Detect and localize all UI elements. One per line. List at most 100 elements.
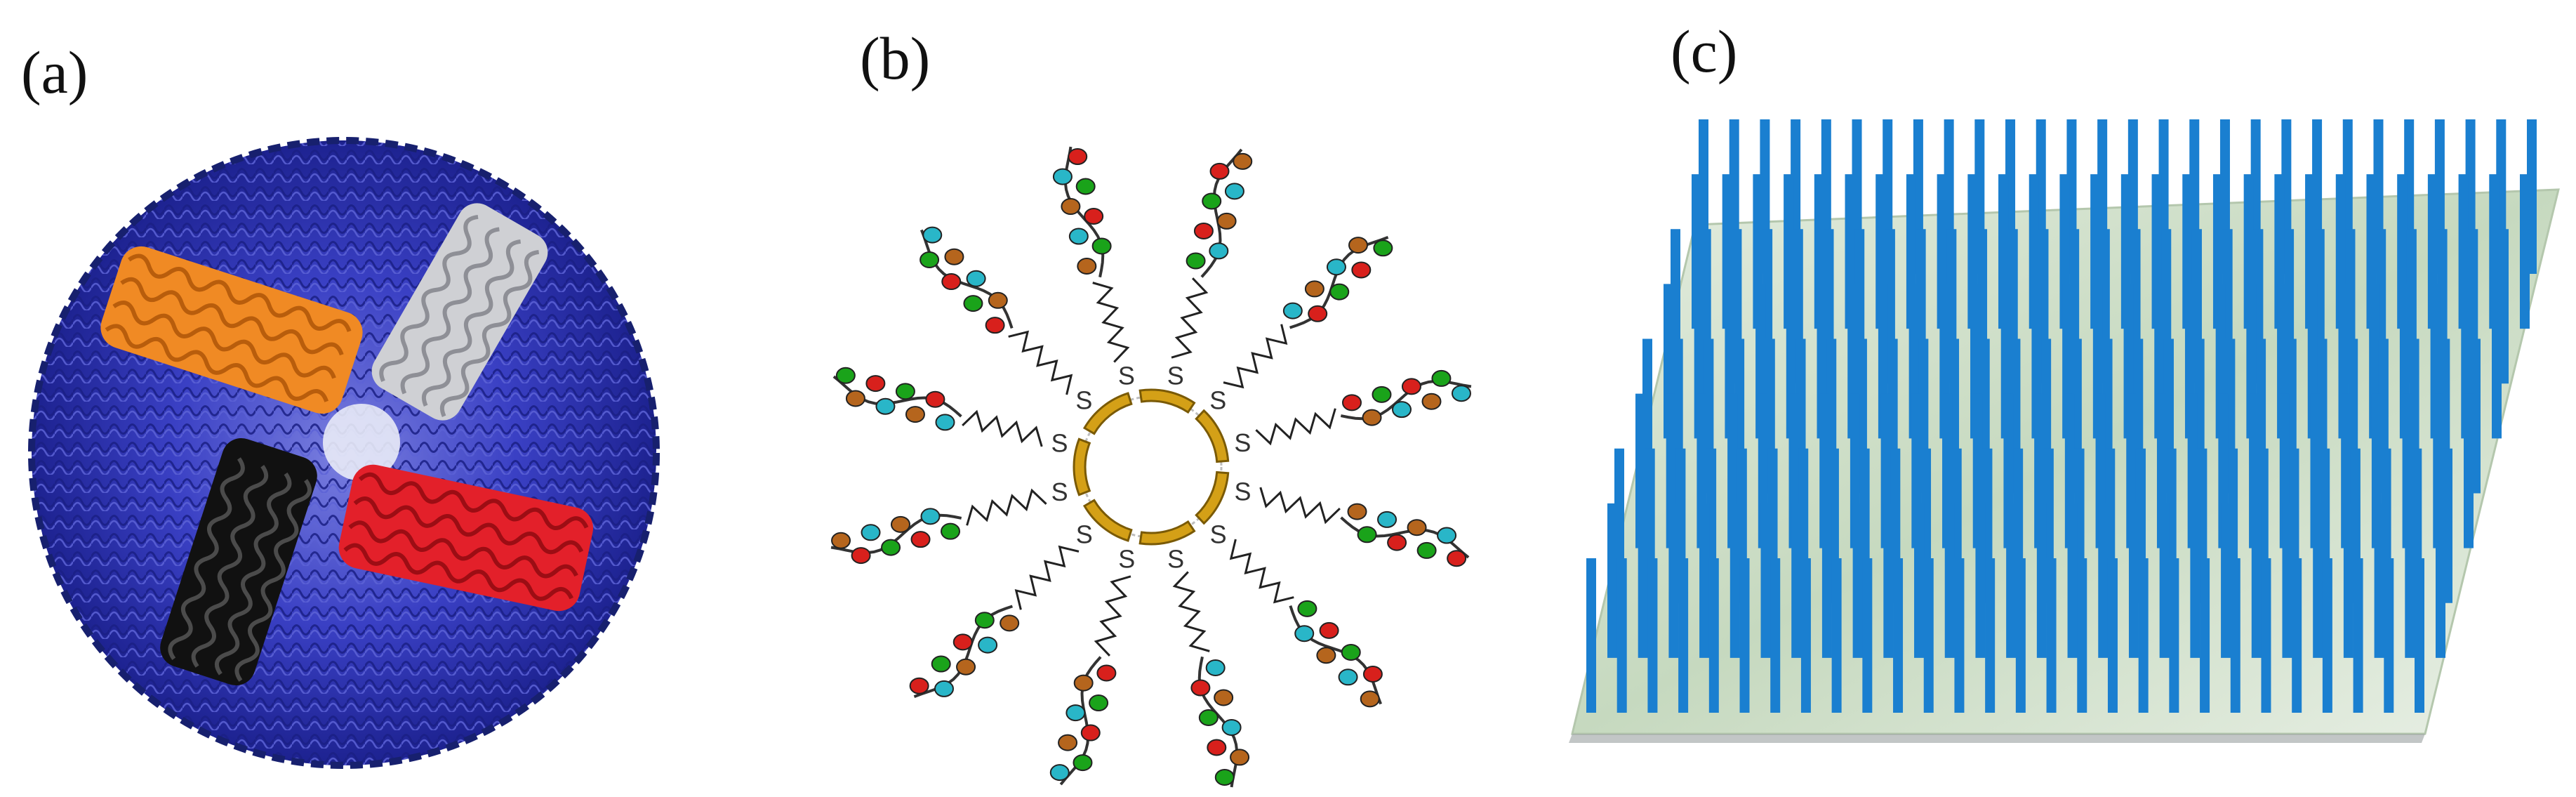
nanorod (1607, 503, 1617, 658)
thiol-label: S (1234, 428, 1251, 457)
substrate-shadow (1569, 734, 2425, 743)
nucleotide (851, 547, 871, 565)
nucleotide (1202, 192, 1222, 210)
nanorod (2251, 503, 2262, 658)
dna-ligand: S (919, 226, 1092, 415)
gold-shell-segments (1073, 388, 1230, 546)
nanorod (2230, 558, 2240, 713)
dna-ligand: S (1049, 544, 1135, 786)
gold-shell-segment (1195, 409, 1230, 463)
nucleotide (974, 612, 995, 629)
nanorod (1923, 558, 1934, 713)
nucleotide (881, 539, 901, 556)
dna-ligand: S (832, 367, 1068, 457)
nanorod (1831, 558, 1842, 713)
dna-ligand: S (1234, 369, 1472, 457)
nucleotide (1319, 621, 1339, 639)
nanorod (2343, 503, 2353, 658)
alkyl-linker (1229, 539, 1294, 604)
nucleotide (1326, 258, 1346, 276)
thiol-label: S (1076, 520, 1093, 549)
dna-ligand: S (830, 477, 1068, 565)
nanorod (1760, 503, 1771, 658)
nanorod (1791, 503, 1802, 658)
alkyl-linker (962, 409, 1043, 447)
nanorod (2190, 503, 2200, 658)
subunit-gray (371, 203, 548, 421)
nucleotide (835, 367, 856, 384)
nucleotide (1431, 369, 1452, 387)
nanorod (1883, 503, 1894, 658)
nanorod (2384, 558, 2394, 713)
nanorod (1678, 558, 1689, 713)
nucleotide (1341, 643, 1361, 661)
nanorod (2036, 503, 2047, 658)
thiol-label: S (1051, 477, 1068, 506)
nucleotide (935, 414, 955, 431)
nanorod (2374, 503, 2384, 658)
nanorod-array (1569, 119, 2560, 743)
nanorod (1708, 558, 1719, 713)
nanorod (1739, 558, 1750, 713)
gold-shell-segment (1082, 392, 1133, 435)
nanorod (1638, 503, 1648, 658)
nucleotide (1341, 394, 1362, 411)
dna-ligand: S (1234, 477, 1470, 567)
nucleotide (966, 270, 986, 287)
nucleotide (934, 680, 954, 697)
nanorod (2107, 558, 2118, 713)
nanorod (1770, 558, 1781, 713)
nucleotide (1205, 659, 1226, 676)
nucleotide (1230, 749, 1250, 766)
nucleotide (985, 317, 1005, 334)
nucleotide (1294, 625, 1315, 643)
nanorod (2006, 503, 2017, 658)
nucleotide (1387, 534, 1407, 551)
gold-shell-segment (1138, 520, 1196, 546)
subunit-red (338, 464, 594, 612)
nucleotide (1401, 378, 1421, 395)
dna-ligand: S (1210, 520, 1383, 708)
alkyl-linker (1255, 408, 1336, 446)
nanorod (1944, 503, 1955, 658)
nucleotide (941, 273, 962, 291)
dna-ligand: S (1052, 146, 1135, 390)
nanorod (1699, 503, 1710, 658)
nanorod (2015, 558, 2026, 713)
alkyl-linker (1092, 282, 1130, 363)
nucleotide (910, 531, 931, 548)
alkyl-linker (1172, 571, 1210, 652)
nucleotide (1421, 393, 1442, 410)
nanorod (1821, 503, 1832, 658)
nanorod (2322, 558, 2332, 713)
nucleotide (1372, 386, 1392, 403)
nucleotide (895, 383, 915, 400)
nucleotide (1437, 527, 1457, 544)
nanorod (2436, 503, 2445, 658)
gold-shell-segment (1195, 470, 1230, 525)
nucleotide (1348, 237, 1369, 254)
nucleotide (931, 655, 951, 673)
nucleotide (1058, 734, 1078, 751)
nanorod (2282, 503, 2292, 658)
nanorod (2353, 558, 2363, 713)
nanorod (2200, 558, 2210, 713)
dna-ligand: S (1209, 235, 1393, 414)
nanorod (2046, 558, 2057, 713)
alkyl-linker (1259, 487, 1341, 525)
nucleotide (1447, 550, 1467, 567)
nucleotide (1316, 647, 1336, 664)
subunit-orange (100, 246, 363, 414)
nucleotide (920, 508, 941, 525)
nanorods (1586, 119, 2537, 713)
protein-cavity (323, 404, 400, 481)
nanorod (1668, 503, 1679, 658)
nucleotide (1096, 664, 1117, 682)
nucleotide (1221, 718, 1242, 736)
nanorod (1800, 558, 1811, 713)
nucleotide (1207, 739, 1227, 756)
nucleotide (919, 251, 940, 268)
alkyl-linker (1008, 330, 1073, 395)
nucleotide (1000, 614, 1020, 632)
